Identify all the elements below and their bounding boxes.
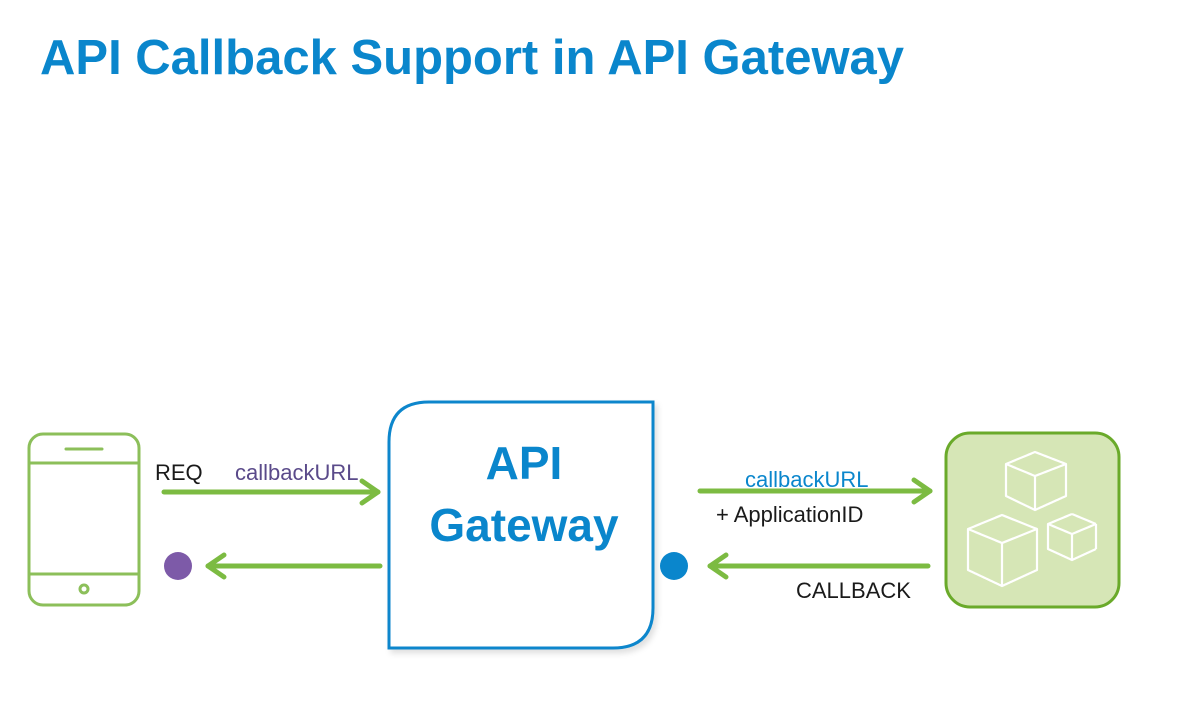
- client-dot: [164, 552, 192, 580]
- mobile-phone-icon: [27, 432, 141, 607]
- response-arrow: [205, 552, 383, 580]
- api-gateway-label-line2: Gateway: [429, 499, 619, 551]
- slide-title: API Callback Support in API Gateway: [40, 31, 905, 85]
- request-label: REQ: [155, 460, 203, 485]
- api-gateway-label: API Gateway: [395, 432, 653, 556]
- cubes-icon: [966, 450, 1098, 588]
- gateway-dot: [660, 552, 688, 580]
- request-arrow: [161, 478, 381, 506]
- backend-services-box: [944, 431, 1121, 609]
- cube-icon: [1046, 512, 1098, 562]
- callback-arrow: [707, 552, 931, 580]
- application-id-label: + ApplicationID: [716, 502, 864, 527]
- forward-callback-url-label: callbackURL: [745, 467, 869, 492]
- api-gateway-box: [387, 400, 655, 650]
- request-callback-url-label: callbackURL: [235, 460, 359, 485]
- cube-icon: [1004, 450, 1068, 512]
- api-gateway-label-line1: API: [485, 437, 563, 489]
- forward-arrow: [697, 477, 933, 505]
- callback-label: CALLBACK: [796, 578, 911, 603]
- cube-icon: [966, 513, 1039, 588]
